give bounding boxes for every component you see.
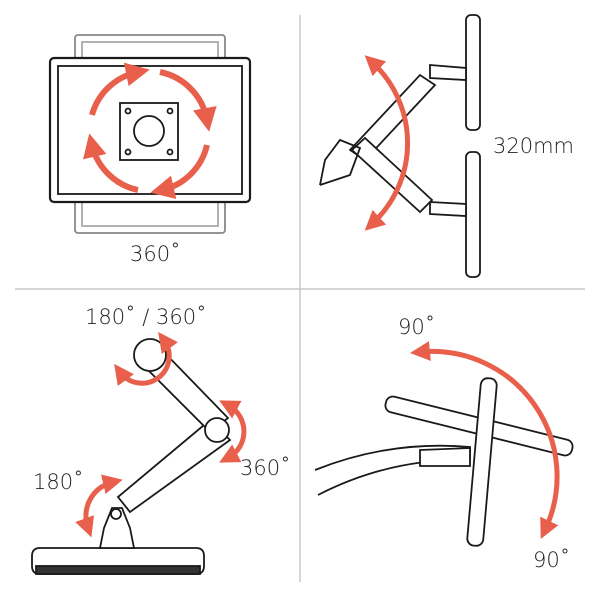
arm-joints-panel — [31, 338, 232, 575]
height-label: 320mm — [493, 134, 574, 158]
tilt-down-label: 90˚ — [533, 548, 571, 572]
elbow-joint — [204, 417, 230, 443]
monitor-lower — [465, 151, 481, 278]
top-joint — [133, 338, 167, 372]
rotation-label: 360˚ — [130, 242, 181, 266]
vesa-plate — [119, 102, 179, 161]
monitor-upper — [465, 14, 481, 131]
monitor-tilted-vertical — [466, 377, 498, 547]
tilt-up-label: 90˚ — [398, 315, 436, 339]
base-joint-label: 180˚ — [33, 470, 84, 494]
monitor-landscape — [48, 56, 252, 204]
rotation-panel — [48, 34, 252, 234]
height-arrow — [364, 55, 410, 231]
top-joint-label: 180˚ / 360˚ — [85, 305, 207, 329]
tilt-arrow — [410, 341, 560, 540]
arm-joint-arrows — [75, 331, 247, 538]
elbow-joint-label: 360˚ — [240, 456, 291, 480]
rotation-arrows — [83, 62, 217, 199]
height-panel — [319, 14, 481, 278]
